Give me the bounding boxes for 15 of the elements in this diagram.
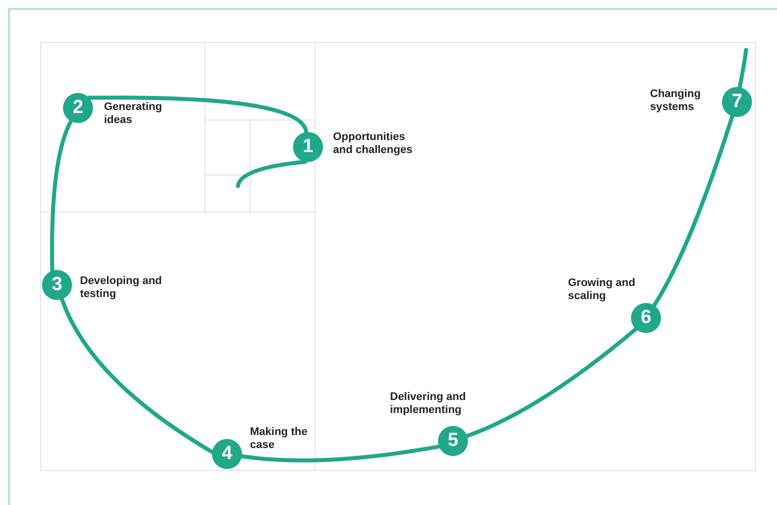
step-label: Growing and scaling	[568, 277, 636, 303]
spiral-line	[60, 297, 214, 454]
step-label: Generating ideas	[104, 101, 164, 127]
step-label: Making the case	[250, 426, 308, 452]
spiral-line	[652, 114, 734, 308]
spiral-line	[240, 444, 442, 462]
step-label: Changing systems	[650, 88, 702, 114]
spiral-line	[87, 96, 308, 134]
step-label: Opportunities and challenges	[333, 131, 414, 157]
spiral-line	[236, 160, 308, 188]
step-label: Developing and testing	[80, 275, 163, 301]
step-label: Delivering and implementing	[390, 391, 467, 417]
spiral-line	[465, 327, 638, 438]
spiral-line	[738, 48, 748, 90]
spiral-line	[50, 119, 73, 273]
